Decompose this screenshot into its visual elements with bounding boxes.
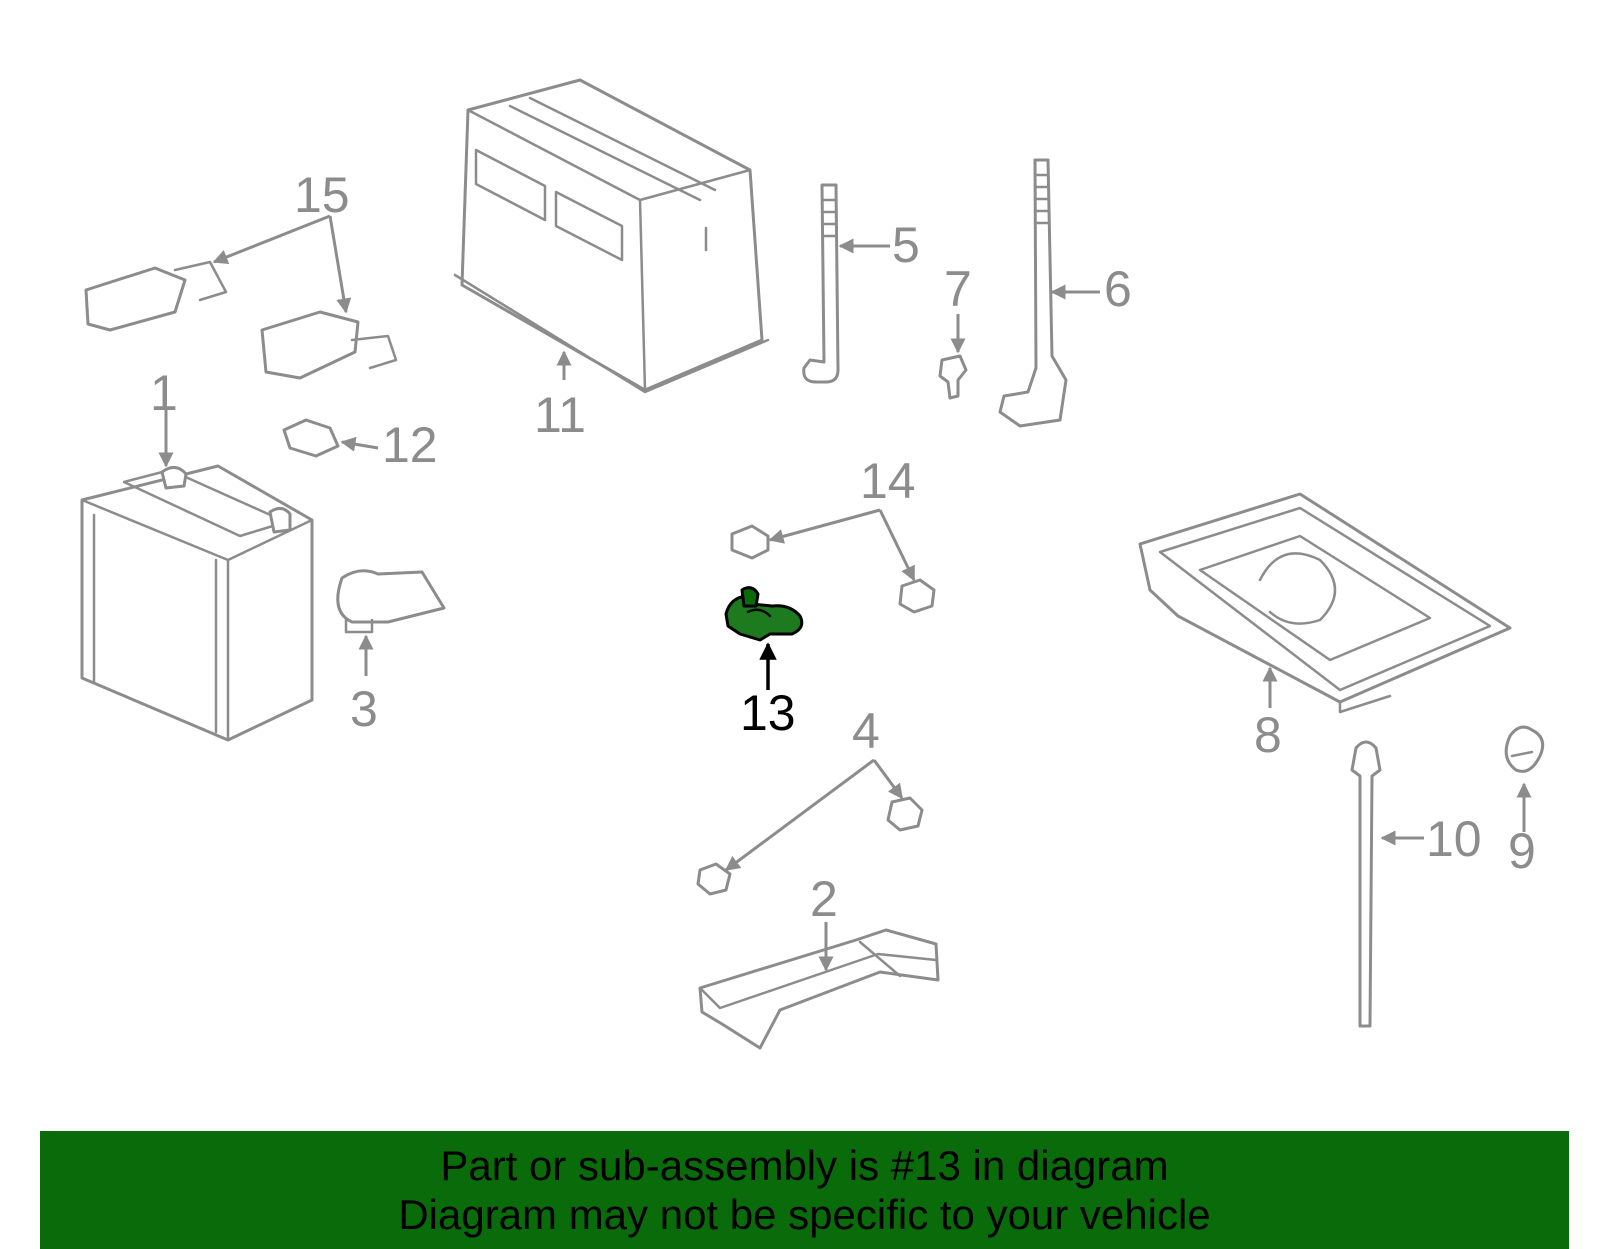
callout-5: 5 (892, 217, 920, 273)
part-4-nuts (696, 796, 924, 896)
part-3-terminal-boot (336, 569, 446, 634)
callout-13: 13 (740, 685, 796, 741)
callout-4: 4 (852, 703, 880, 759)
banner-line-1: Part or sub-assembly is #13 in diagram (440, 1142, 1169, 1189)
callout-9: 9 (1508, 823, 1536, 879)
callout-8: 8 (1254, 707, 1282, 763)
callout-1: 1 (150, 365, 178, 421)
part-2-bracket (698, 928, 940, 1050)
banner-line-2: Diagram may not be specific to your vehi… (398, 1191, 1211, 1238)
part-8-battery-tray (1138, 492, 1512, 714)
part-12-clip (282, 418, 340, 458)
part-7-bolt (938, 354, 968, 400)
callout-11: 11 (534, 387, 586, 443)
part-5-hold-down-bolt (802, 183, 840, 384)
part-9-clip (1504, 725, 1545, 773)
leader-lines (158, 214, 1532, 972)
part-1-battery (80, 464, 314, 742)
callout-3: 3 (350, 681, 378, 737)
part-15-terminal-covers (84, 260, 398, 380)
callout-10: 10 (1426, 811, 1482, 867)
callout-14: 14 (860, 453, 916, 509)
callout-15: 15 (294, 167, 350, 223)
callout-2: 2 (810, 871, 838, 927)
callout-7: 7 (944, 261, 972, 317)
part-10-rod (1350, 740, 1382, 1028)
callout-6: 6 (1104, 261, 1132, 317)
callout-labels: 15 1 12 11 5 7 6 3 14 13 4 2 8 10 9 (150, 167, 1536, 927)
info-banner: Part or sub-assembly is #13 in diagram D… (40, 1131, 1569, 1249)
part-14-nuts (730, 524, 936, 614)
callout-12: 12 (382, 417, 438, 473)
part-11-battery-cover (453, 78, 770, 394)
part-13-terminal-clamp (724, 586, 804, 642)
